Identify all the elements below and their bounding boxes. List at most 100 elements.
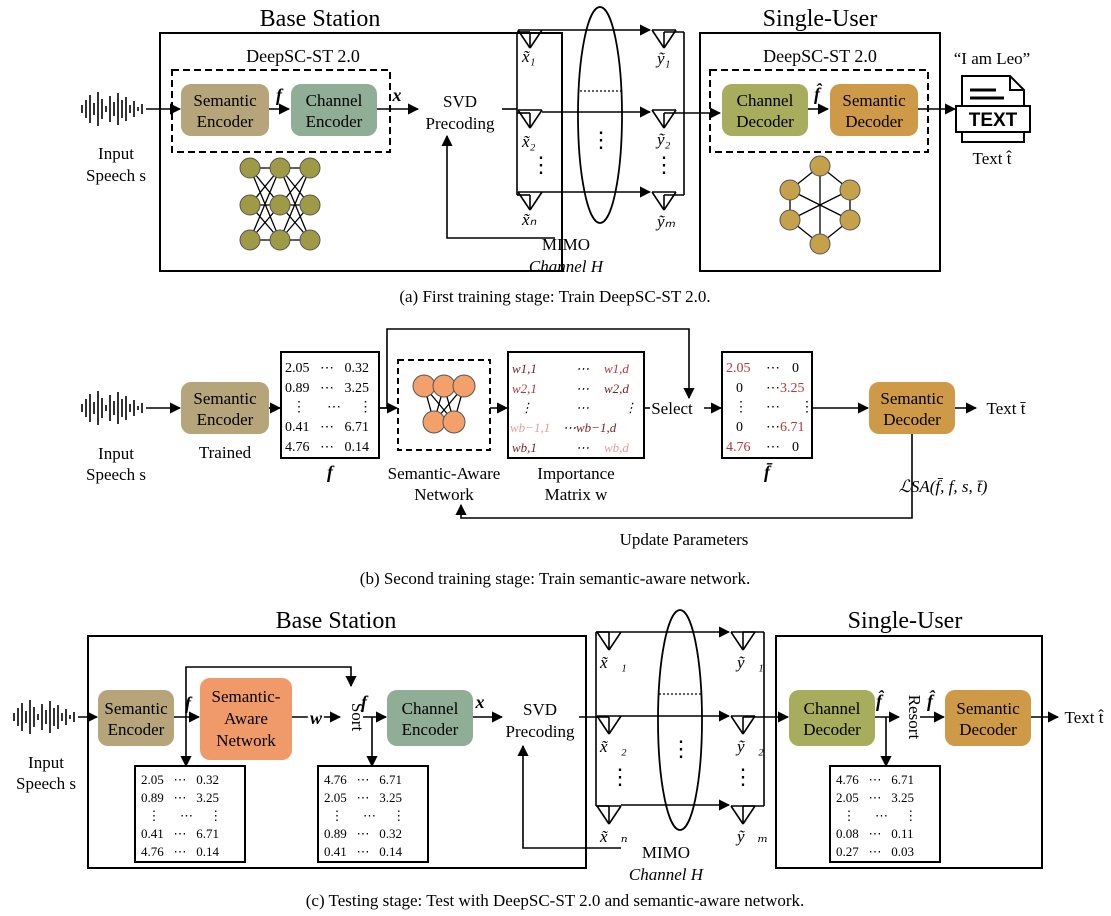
w-label-c: w <box>310 708 323 728</box>
w-2-d: w2,d <box>604 381 629 396</box>
san-c-line3: Network <box>216 731 276 750</box>
trained-label: Trained <box>199 443 252 462</box>
matrix-f-b-row3: ⋮ ⋯ ⋮ <box>285 400 373 415</box>
tx-label-1-a: x̃₁ <box>521 47 535 66</box>
single-user-title-a: Single-User <box>763 6 878 32</box>
sort-label: Sort <box>348 703 367 732</box>
fbar-1-1: 2.05 <box>726 361 751 376</box>
document-label: TEXT <box>969 110 1018 131</box>
deepsc-label-right: DeepSC-ST 2.0 <box>763 46 877 66</box>
channel-encoder-a-line1: Channel <box>306 91 363 110</box>
semantic-decoder-a <box>830 84 918 136</box>
mimo-label-a: MIMO <box>542 235 590 254</box>
w-b1-1: wb−1,1 <box>510 420 550 435</box>
semantic-decoder-c-line2: Decoder <box>959 720 1017 739</box>
semantic-decoder-a-line1: Semantic <box>842 91 906 110</box>
fbar-2-dots: ⋯ <box>766 381 780 396</box>
input-speech-label-b: Speech s <box>86 465 146 484</box>
svd-label-c2: Precoding <box>506 722 575 741</box>
matrix-fbar-b <box>721 351 813 459</box>
channel-vdots-c: ⋮ <box>670 736 692 761</box>
fbar-2-d: 3.25 <box>780 381 805 396</box>
fbar-1-d: 0 <box>792 361 799 376</box>
input-label-b: Input <box>98 444 134 463</box>
tx-label-1-c: x̃⃗₁ <box>599 653 627 672</box>
matrix-decoded-c <box>829 765 941 863</box>
fbar-4-1: 0 <box>736 420 743 435</box>
matrix-f-c-row1: 2.05 ⋯ 0.32 <box>141 772 219 787</box>
channel-decoder-c-line2: Decoder <box>803 720 861 739</box>
rx-label-2-c: ỹ⃗₂ <box>735 737 764 756</box>
matrix-f-c-row3: ⋮ ⋯ ⋮ <box>141 808 222 823</box>
svd-label-c1: SVD <box>523 700 557 719</box>
semantic-aware-network-c <box>200 678 292 760</box>
speech-waveform-icon-b <box>81 390 143 426</box>
rx-vdots-c: ⋮ <box>732 764 754 789</box>
w-b-d: wb,d <box>604 440 629 455</box>
update-parameters-label: Update Parameters <box>620 530 749 549</box>
channel-encoder-a-line2: Encoder <box>306 112 363 131</box>
resort-label: Resort <box>905 695 924 740</box>
base-station-box-a <box>159 32 563 272</box>
w-vd-dots: ⋯ <box>576 400 589 415</box>
semantic-decoder-b-line1: Semantic <box>880 389 944 408</box>
panel-b: Input Speech s Semantic Encoder Trained … <box>81 328 1026 588</box>
fvec-label-c: f⃗ <box>361 692 381 712</box>
fbar-5-d: 0 <box>792 440 799 455</box>
channel-decoder-a-line1: Channel <box>737 91 794 110</box>
importance-matrix-b <box>507 351 645 459</box>
san-c-line2: Aware <box>224 709 268 728</box>
document-icon <box>955 75 1031 143</box>
w-2-dots: ⋯ <box>576 381 589 396</box>
fbar-4-dots: ⋯ <box>766 420 780 435</box>
matrix-f-b-row2: 0.89 ⋯ 3.25 <box>285 381 369 396</box>
rx-label-1-a: ỹ₁ <box>655 49 670 68</box>
channel-decoder-a <box>722 84 808 136</box>
matrix-f-b-row1: 2.05 ⋯ 0.32 <box>285 361 369 376</box>
caption-a: (a) First training stage: Train DeepSC-S… <box>399 287 710 306</box>
semantic-decoder-b <box>869 382 955 434</box>
speech-waveform-icon-c <box>13 699 75 735</box>
xvec-label-c: x⃗ <box>474 692 498 712</box>
channel-decoder-c-line1: Channel <box>804 699 861 718</box>
semantic-encoder-a-line1: Semantic <box>193 91 257 110</box>
san-nodes-b <box>412 374 476 434</box>
rx-vdots-a: ⋮ <box>653 152 675 177</box>
fhat-label-c: f̂ <box>927 690 936 711</box>
matrix-decoded-row2: 2.05 ⋯ 3.25 <box>836 790 914 805</box>
f-label-b: f <box>327 462 335 482</box>
mimo-channel-label-a: Channel H <box>529 257 605 276</box>
deepsc-dashed-right <box>709 69 929 153</box>
w-b-dots: ⋯ <box>576 440 589 455</box>
san-label-b1: Semantic-Aware <box>388 464 501 483</box>
matrix-sorted-row3: ⋮ ⋯ ⋮ <box>324 808 405 823</box>
rx-label-m-c: ỹ⃗ₘ <box>735 827 768 846</box>
w-1-dots: ⋯ <box>576 361 589 376</box>
channel-vdots-a: ⋮ <box>590 127 612 152</box>
tx-vdots-c: ⋮ <box>609 764 631 789</box>
caption-b: (b) Second training stage: Train semanti… <box>360 569 750 588</box>
semantic-decoder-c <box>945 690 1031 746</box>
rx-label-1-c: ỹ⃗₁ <box>735 653 764 672</box>
semantic-encoder-b-line2: Encoder <box>197 410 254 429</box>
tx-vdots-a: ⋮ <box>530 152 552 177</box>
semantic-decoder-c-line1: Semantic <box>956 699 1020 718</box>
fbar-4-d: 6.71 <box>780 420 805 435</box>
w-b1-d: wb−1,d <box>576 420 617 435</box>
tx-label-2-c: x̃⃗₂ <box>599 737 627 756</box>
mimo-label-c: MIMO <box>642 843 690 862</box>
w-1-d: w1,d <box>604 361 629 376</box>
semantic-encoder-c-line1: Semantic <box>104 699 168 718</box>
mimo-ellipse-c <box>657 609 703 831</box>
matrix-sorted-c <box>317 765 429 863</box>
san-box-b <box>397 359 491 451</box>
matrix-sorted-row2: 2.05 ⋯ 3.25 <box>324 790 402 805</box>
base-station-box-c <box>87 635 587 869</box>
w-b-1: wb,1 <box>512 440 537 455</box>
tx-label-2-a: x̃₂ <box>521 132 536 151</box>
loss-label-b: ℒSA(f̄, f, s, t̄) <box>899 477 988 496</box>
text-output-a: Text t̂ <box>973 149 1013 168</box>
matrix-f-b-row5: 4.76 ⋯ 0.14 <box>285 440 369 455</box>
matrix-f-b-row4: 0.41 ⋯ 6.71 <box>285 420 369 435</box>
